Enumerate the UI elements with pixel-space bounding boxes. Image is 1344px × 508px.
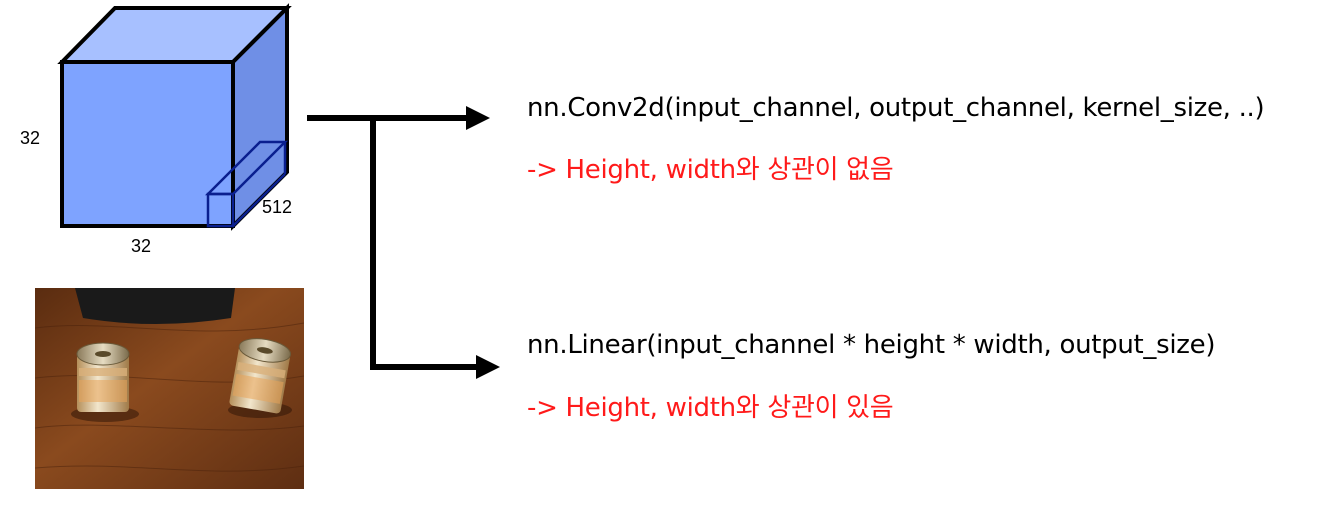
conv2d-code: nn.Conv2d(input_channel, output_channel,… (527, 93, 1265, 123)
right-can (229, 338, 292, 414)
cube-width-label: 32 (131, 236, 152, 256)
linear-code: nn.Linear(input_channel * height * width… (527, 330, 1216, 360)
cube-depth-label: 512 (262, 197, 293, 217)
arrow-head-conv (466, 106, 490, 130)
conv2d-note: -> Height, width와 상관이 없음 (527, 155, 894, 185)
dark-object (75, 288, 235, 324)
branch-arrows (307, 106, 500, 379)
connector-lines (307, 115, 480, 370)
cube-front-face (60, 60, 235, 228)
feature-map-cube (57, 3, 292, 231)
left-can (76, 342, 130, 412)
photo-image (35, 288, 304, 489)
arrow-head-linear (476, 355, 500, 379)
kernel-slice (204, 140, 289, 228)
linear-note: -> Height, width와 상관이 있음 (527, 393, 894, 423)
cube-height-label: 32 (20, 128, 41, 148)
